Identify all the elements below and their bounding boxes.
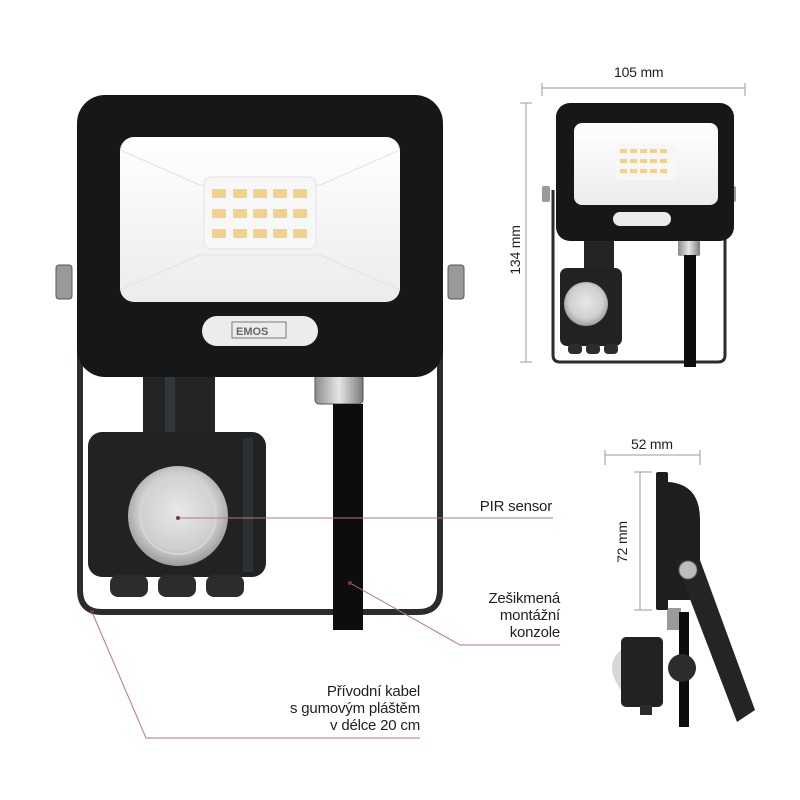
bracket-callout-line [349, 582, 560, 646]
callout-pir-sensor: PIR sensor [440, 498, 552, 515]
front-height-label: 134 mm [507, 225, 523, 275]
callout-text: Přívodní kabel [326, 683, 420, 700]
small-front-view [520, 83, 746, 367]
sensor-gland [158, 575, 196, 597]
left-bolt-icon [55, 264, 73, 300]
brand-badge-text: EMOS [236, 326, 268, 338]
callout-text: montážní [499, 607, 560, 624]
right-bolt-icon [447, 264, 465, 300]
side-bracket [675, 560, 755, 722]
callout-mounting-bracket: Zešikmená montážní konzole [440, 590, 560, 641]
mounting-bracket [77, 275, 443, 615]
cable-callout-line [91, 611, 420, 739]
side-depth-label: 52 mm [631, 436, 673, 452]
brand-badge [202, 316, 318, 346]
power-cable [333, 404, 363, 630]
front-width-label: 105 mm [614, 64, 664, 80]
side-height-label: 72 mm [614, 521, 630, 563]
callout-power-cable: Přívodní kabel s gumovým pláštěm v délce… [260, 683, 420, 734]
callout-text: konzole [509, 624, 561, 641]
sensor-gland [110, 575, 148, 597]
side-bolt-icon [678, 560, 698, 580]
led-array [212, 189, 307, 238]
callout-text: v délce 20 cm [330, 717, 420, 734]
side-view [604, 450, 755, 727]
callout-lines [90, 516, 560, 739]
callout-text: Zešikmená [488, 590, 560, 607]
callout-text: s gumovým pláštěm [290, 700, 420, 717]
main-front-view: EMOS [55, 95, 465, 630]
sensor-gland [206, 575, 244, 597]
callout-text: PIR sensor [479, 498, 552, 515]
